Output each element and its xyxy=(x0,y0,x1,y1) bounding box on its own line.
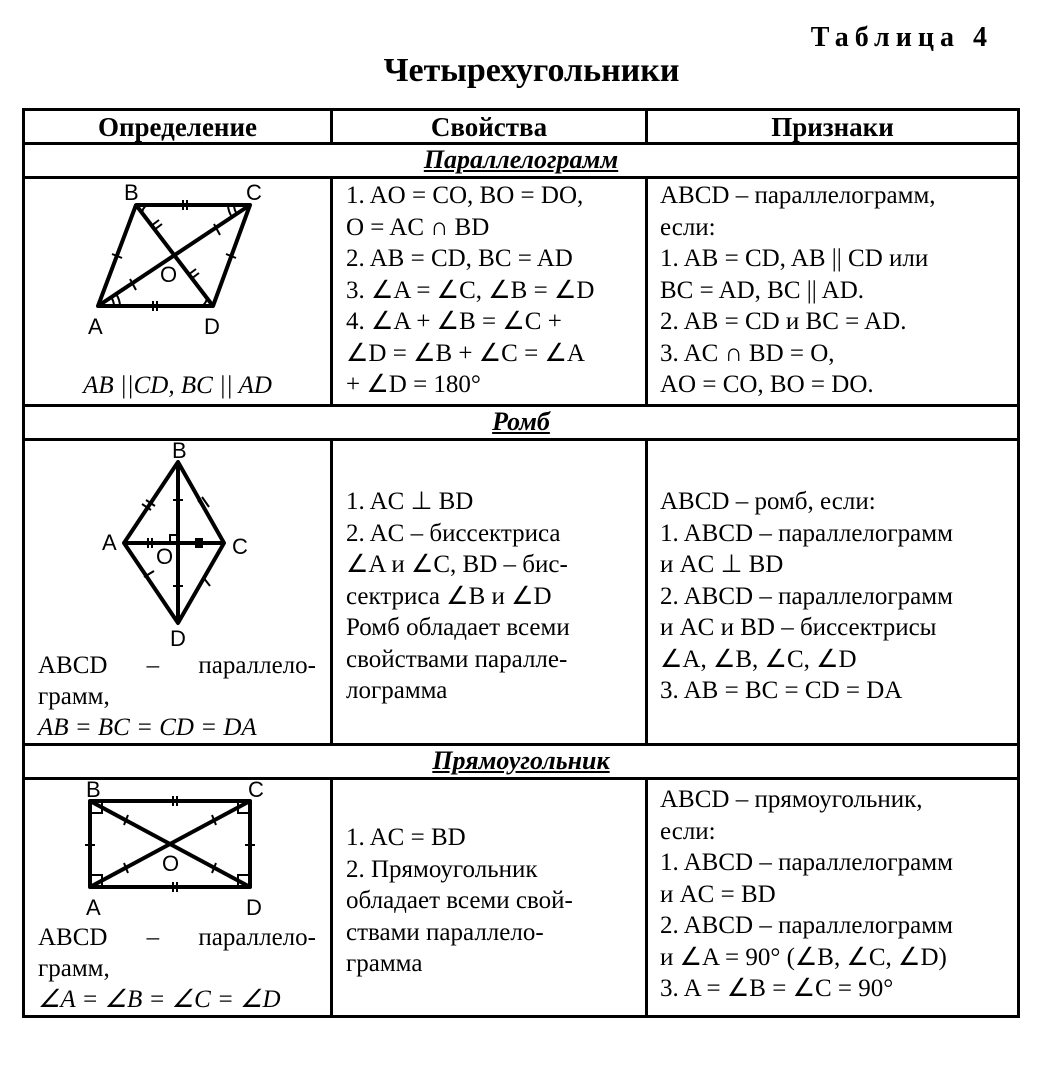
properties-parallelogram: 1. AO = CO, BO = DO, O = AC ∩ BD 2. AB =… xyxy=(346,180,636,401)
header-divider xyxy=(22,142,1020,145)
definition-rhombus: ABCD – параллело- грамм, AB = BC = CD = … xyxy=(38,650,316,743)
properties-rectangle: 1. AC = BD 2. Прямоугольник обладает все… xyxy=(346,822,636,980)
sign-line: если: xyxy=(660,213,716,241)
sign-line: 2. ABCD – параллелограмм xyxy=(660,912,953,939)
column-divider xyxy=(330,438,333,745)
property-line: 4. ∠A + ∠B = ∠C + xyxy=(346,308,562,335)
property-line: + ∠D = 180° xyxy=(346,371,481,398)
sign-line: AO = CO, BO = DO. xyxy=(660,371,874,398)
sign-line: BC = AD, BC || AD. xyxy=(660,276,865,304)
vertex-label-b: B xyxy=(172,438,187,463)
definition-line: ABCD – параллело- xyxy=(38,924,316,951)
definition-line: AB = BC = CD = DA xyxy=(38,714,257,741)
center-label-o: O xyxy=(162,851,179,876)
definition-line: ∠A = ∠B = ∠C = ∠D xyxy=(38,986,281,1013)
property-line: 1. AO = CO, BO = DO, xyxy=(346,182,584,209)
property-line: свойствами паралле- xyxy=(346,645,568,673)
vertex-label-d: D xyxy=(170,626,186,651)
vertex-label-c: C xyxy=(248,777,264,802)
quadrilaterals-table xyxy=(22,108,1020,1018)
property-line: лограмма xyxy=(346,677,448,704)
signs-rhombus: ABCD – ромб, если: 1. ABCD – параллелогр… xyxy=(660,486,1010,707)
section-title-rectangle: Прямоугольник xyxy=(432,746,610,775)
sign-line: 3. AB = BC = CD = DA xyxy=(660,677,903,704)
page-title: Четырехугольники xyxy=(383,52,680,89)
sign-line: если: xyxy=(660,817,716,845)
property-line: 2. AB = CD, BC = AD xyxy=(346,245,573,272)
property-line: ствами параллело- xyxy=(346,918,544,946)
property-line: грамма xyxy=(346,950,423,977)
column-divider xyxy=(645,777,648,1018)
sign-line: и AC и BD – биссектрисы xyxy=(660,614,937,641)
definition-line: ABCD – параллело- xyxy=(38,652,316,679)
vertex-label-d: D xyxy=(246,895,262,920)
rhombus-figure: B A C D O xyxy=(102,438,248,651)
signs-parallelogram: ABCD – параллелограмм, если: 1. AB = CD,… xyxy=(660,180,1010,401)
parallelogram-figure: B C A D O xyxy=(88,180,262,339)
column-divider xyxy=(645,108,648,144)
vertex-label-a: A xyxy=(88,314,103,339)
column-divider xyxy=(645,176,648,406)
header-definition: Определение xyxy=(97,112,258,142)
vertex-label-d: D xyxy=(204,314,220,339)
sign-line: 1. AB = CD, AB || CD или xyxy=(660,245,929,272)
definition-line: грамм, xyxy=(38,955,110,982)
property-line: ∠D = ∠B + ∠C = ∠A xyxy=(346,339,585,367)
section-divider xyxy=(22,777,1020,780)
sign-line: и ∠A = 90° (∠B, ∠C, ∠D) xyxy=(660,943,947,971)
property-line: обладает всеми свой- xyxy=(346,887,573,914)
column-divider xyxy=(330,108,333,144)
section-divider xyxy=(22,438,1020,441)
definition-parallelogram: AB ||CD, BC || AD xyxy=(83,372,272,399)
sign-line: 2. AB = CD и BC = AD. xyxy=(660,308,907,335)
section-divider xyxy=(22,404,1020,407)
vertex-label-a: A xyxy=(86,895,101,920)
sign-line: 3. AC ∩ BD = O, xyxy=(660,339,835,367)
property-line: O = AC ∩ BD xyxy=(346,213,490,241)
sign-line: ∠A, ∠B, ∠C, ∠D xyxy=(660,645,857,673)
property-line: 2. AC – биссектриса xyxy=(346,519,561,547)
vertex-label-c: C xyxy=(246,180,262,205)
definition-rectangle: ABCD – параллело- грамм, ∠A = ∠B = ∠C = … xyxy=(38,922,316,1015)
sign-line: ABCD – параллелограмм, xyxy=(660,182,936,209)
column-divider xyxy=(645,438,648,745)
property-line: сектриса ∠B и ∠D xyxy=(346,582,552,610)
property-line: 3. ∠A = ∠C, ∠B = ∠D xyxy=(346,276,595,304)
section-divider xyxy=(22,743,1020,746)
sign-line: и AC ⊥ BD xyxy=(660,551,784,578)
column-divider xyxy=(330,777,333,1018)
section-divider xyxy=(22,176,1020,179)
sign-line: 3. A = ∠B = ∠C = 90° xyxy=(660,975,894,1002)
sign-line: ABCD – ромб, если: xyxy=(660,488,876,515)
property-line: 1. AC = BD xyxy=(346,824,466,851)
table-number-label: Таблица 4 xyxy=(810,22,993,53)
center-label-o: O xyxy=(160,262,177,287)
property-line: 2. Прямоугольник xyxy=(346,855,538,883)
sign-line: 1. ABCD – параллелограмм xyxy=(660,849,953,876)
column-divider xyxy=(330,176,333,406)
section-title-parallelogram: Параллелограмм xyxy=(423,145,619,174)
sign-line: и AC = BD xyxy=(660,880,776,908)
property-line: ∠A и ∠C, BD – бис- xyxy=(346,551,568,578)
header-signs: Признаки xyxy=(771,112,894,142)
header-properties: Свойства xyxy=(430,112,548,142)
center-label-o: O xyxy=(156,544,173,569)
sign-line: ABCD – прямоугольник, xyxy=(660,786,923,813)
property-line: 1. AC ⊥ BD xyxy=(346,488,474,515)
sign-line: 1. ABCD – параллелограмм xyxy=(660,519,953,547)
section-title-rhombus: Ромб xyxy=(492,407,550,436)
definition-line: грамм, xyxy=(38,683,110,710)
sign-line: 2. ABCD – параллелограмм xyxy=(660,582,953,610)
vertex-label-a: A xyxy=(102,530,117,555)
signs-rectangle: ABCD – прямоугольник, если: 1. ABCD – па… xyxy=(660,784,1010,1005)
vertex-label-b: B xyxy=(124,180,139,205)
properties-rhombus: 1. AC ⊥ BD 2. AC – биссектриса ∠A и ∠C, … xyxy=(346,486,636,707)
rectangle-figure: B C A D O xyxy=(85,777,264,920)
vertex-label-c: C xyxy=(232,534,248,559)
property-line: Ромб обладает всеми xyxy=(346,614,570,641)
vertex-label-b: B xyxy=(86,777,101,802)
